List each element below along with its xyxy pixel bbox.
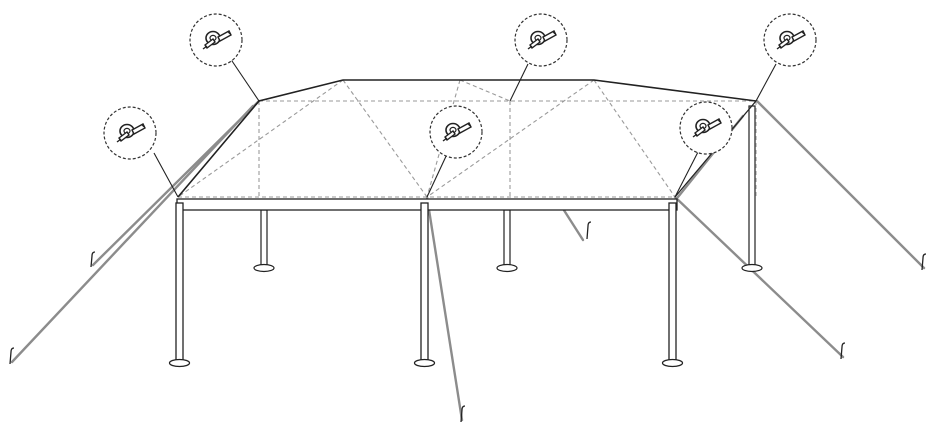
callout-front-right-corner — [679, 101, 733, 155]
front-legs — [168, 202, 684, 368]
callout-rear-right-corner — [763, 13, 817, 67]
callouts — [103, 13, 817, 160]
callout-front-left-corner — [103, 106, 157, 160]
guy-rope-front-middle — [425, 195, 464, 422]
rear-legs — [253, 105, 763, 273]
callout-front-middle-eave — [429, 105, 483, 159]
callout-leaders — [153, 57, 777, 198]
stake — [586, 221, 592, 240]
guy-rope-rear-right — [755, 99, 926, 270]
stakes — [9, 221, 927, 423]
callout-rear-left-corner — [189, 13, 243, 67]
leg-front-left — [168, 202, 191, 368]
guy-rope-front-left — [10, 104, 255, 364]
leg-front-right — [661, 202, 684, 368]
leg-rear-left — [253, 209, 275, 273]
guy-rope-front-right — [673, 195, 845, 359]
stake — [921, 253, 927, 271]
callout-rear-ridge-center — [514, 13, 568, 67]
leg-rear-middle — [496, 209, 518, 273]
leg-rear-right — [741, 105, 763, 273]
stake — [460, 405, 466, 423]
leg-front-middle — [413, 202, 436, 368]
stake — [9, 347, 15, 365]
stake — [840, 342, 846, 360]
stake — [90, 251, 96, 268]
